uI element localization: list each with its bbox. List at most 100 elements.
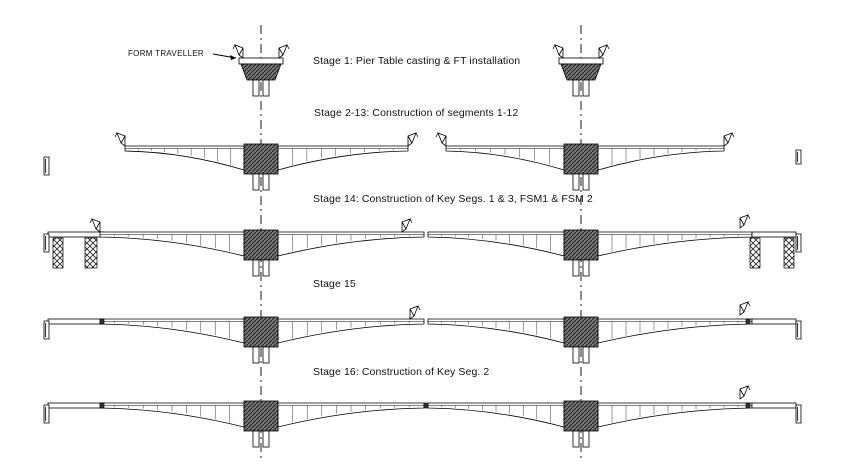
s15-cantilever-1r [277,318,425,344]
s16-abutment-left [43,404,50,424]
s1-form-traveller-left-hook [552,44,556,50]
s1-pier-leg [252,79,260,97]
s15-form-traveller-hook [747,301,751,307]
s14-form-traveller [91,218,101,233]
s1-pier-table-0 [240,63,282,81]
s1-pier-leg [572,79,580,97]
s15-p1-pier-leg [252,346,260,364]
s2-form-traveller [723,132,733,147]
s14-form-traveller-hook [409,218,413,224]
s14-p1-pier-table [243,229,279,261]
s14-form-traveller [739,214,749,229]
s14-end-span-right [751,231,797,238]
s14-cantilever-2r [597,231,753,257]
s2-p1-pier-leg [252,173,260,191]
s16-p2-pier-leg [572,430,580,448]
s14-abutment-right [795,233,802,253]
s1-pier-table-1 [560,63,602,81]
s2-form-traveller-hook [731,132,735,138]
s14-form-traveller-hook [747,214,751,220]
s15-p2-pier-leg [582,346,590,364]
s15-form-traveller [409,305,419,320]
s16-key-segment [745,402,751,409]
s16-p1-pier-leg [262,430,270,448]
s14-end-span-left [47,231,105,238]
form-traveller-arrow [212,53,237,60]
s1-form-traveller-right-hook [606,44,610,50]
s16-key-segment [423,402,429,409]
s2-cantilever-2r [597,145,725,171]
s1-deck-1 [558,57,604,65]
s2-form-traveller [437,132,447,147]
s16-p2-pier-table [563,400,599,432]
s14-p1-pier-leg [252,259,260,277]
s2-p2-pier-leg [572,173,580,191]
stage-16-label: Stage 16: Construction of Key Seg. 2 [313,366,490,378]
s1-form-traveller-right [278,44,288,59]
s14-form-traveller-hook [89,218,93,224]
stage-2-13-label: Stage 2-13: Construction of segments 1-1… [314,107,519,119]
s2-form-traveller-hook [114,132,118,138]
s16-p2-pier-leg [582,430,590,448]
s15-p1-pier-table [243,316,279,348]
s15-end-span-right [751,318,797,325]
s1-form-traveller-left-hook [232,44,236,50]
s14-p1-pier-leg [262,259,270,277]
s14-abutment-left [43,233,50,253]
s16-cantilever-2r [597,402,753,428]
form-traveller-label: FORM TRAVELLER [128,49,204,58]
s15-p1-pier-leg [262,346,270,364]
s14-p2-pier-leg [582,259,590,277]
s1-form-traveller-left [234,44,244,59]
s2-p1-pier-table [243,143,279,175]
stage-16-drawing [43,385,802,448]
s14-cantilever-1r [277,231,425,257]
s1-form-traveller-right-hook [286,44,290,50]
s2-p2-pier-leg [582,173,590,191]
s16-abutment-right [795,404,802,424]
s16-p1-pier-leg [252,430,260,448]
s16-end-span-right [751,402,797,409]
s2-form-traveller [407,132,417,147]
s1-form-traveller-left [554,44,564,59]
s16-key-segment [99,402,105,409]
s2-form-traveller-hook [415,132,419,138]
s2-p1-pier-leg [262,173,270,191]
stage-15-label: Stage 15 [313,278,356,290]
s2-abutment-left [43,156,50,176]
s14-fsm-tower [84,237,98,269]
s1-pier-leg [582,79,590,97]
s2-form-traveller [116,132,126,147]
s15-key-segment [99,318,105,325]
s14-fsm-tower [749,237,761,269]
s15-p2-pier-table [563,316,599,348]
s15-end-span-left [47,318,105,325]
s2-abutment-right [795,149,802,165]
s1-deck-0 [238,57,284,65]
s16-end-span-left [47,402,105,409]
stage-14-drawing [43,214,802,277]
s16-form-traveller [739,385,749,400]
stage-1-drawing [232,44,610,97]
s2-p2-pier-table [563,143,599,175]
stage-15-drawing [43,301,802,364]
s2-cantilever-1r [277,145,409,171]
s14-form-traveller [401,218,411,233]
s15-key-segment [745,318,751,325]
s1-form-traveller-right [598,44,608,59]
s14-fsm-tower [52,237,64,269]
stage-1-label: Stage 1: Pier Table casting & FT install… [313,55,521,67]
s1-pier-leg [262,79,270,97]
s2-cantilever-1l [124,145,245,171]
s14-p2-pier-leg [572,259,580,277]
stage-14-label: Stage 14: Construction of Key Segs. 1 & … [313,193,593,205]
s16-p1-pier-table [243,400,279,432]
s15-abutment-right [795,320,802,340]
s16-form-traveller-hook [747,385,751,391]
s15-cantilever-2r [597,318,753,344]
s2-form-traveller-hook [435,132,439,138]
stage-2-13-drawing [43,132,802,191]
s15-form-traveller-hook [417,305,421,311]
s15-form-traveller [739,301,749,316]
